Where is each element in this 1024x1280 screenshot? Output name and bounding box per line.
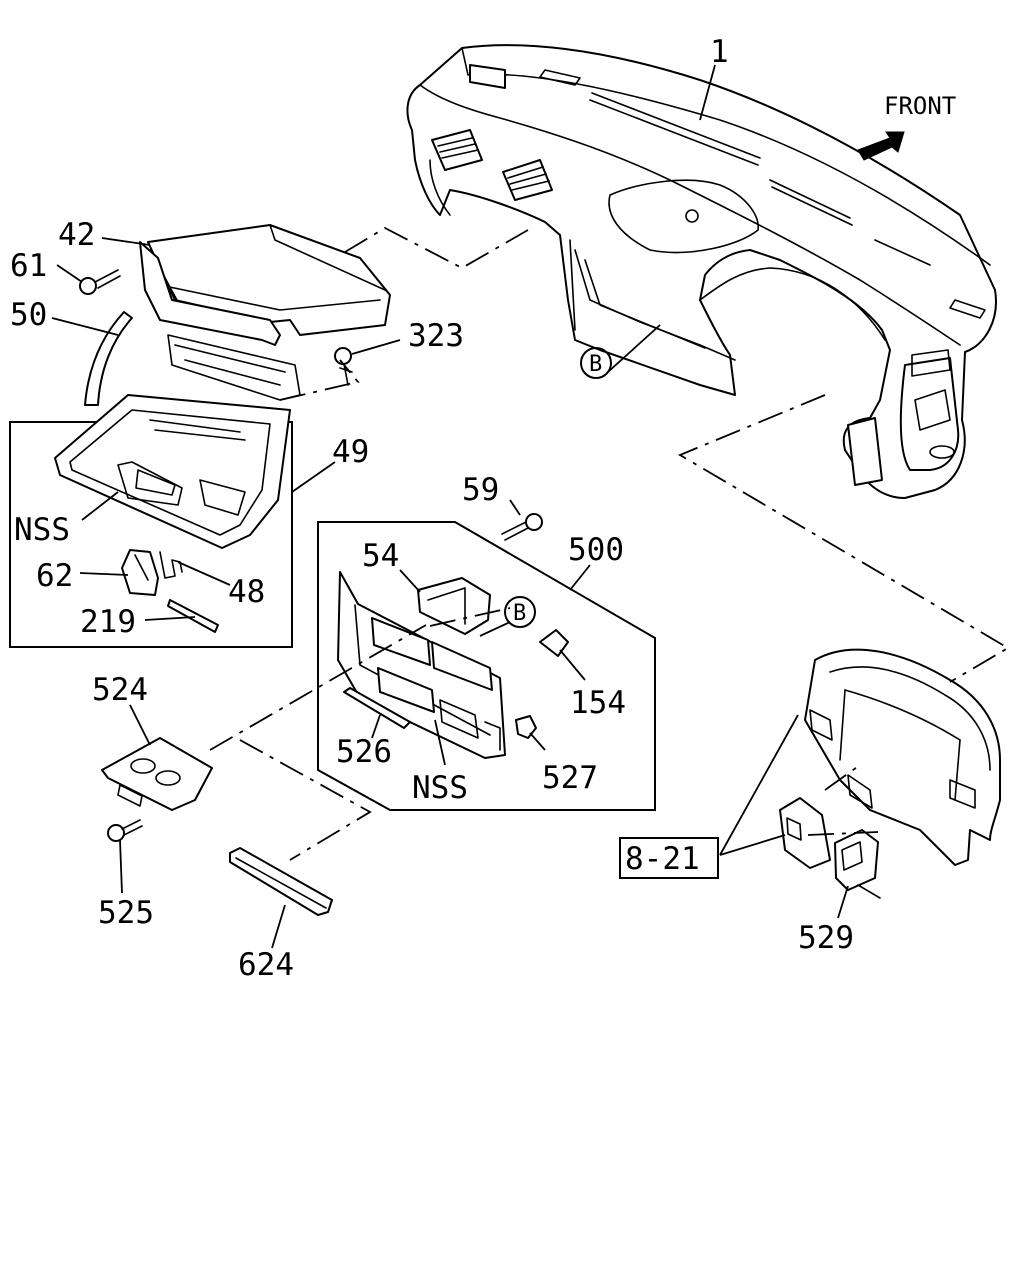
callout-524: 524 (92, 672, 148, 708)
ref-8-21-box: 8-21 (619, 837, 719, 879)
front-arrow-icon (857, 131, 905, 161)
bracket-54 (417, 577, 491, 635)
clip-154 (539, 629, 569, 657)
callout-nss-glovebox: NSS (14, 512, 70, 548)
callout-62: 62 (36, 558, 73, 594)
latch-62 (121, 549, 159, 596)
screw-525 (107, 819, 143, 842)
screw-61 (79, 269, 121, 295)
fastener-527 (515, 715, 537, 739)
ref-b-dash-marker: B (580, 347, 612, 379)
ref-8-21-label: 8-21 (625, 841, 700, 877)
hinge-strip-50 (84, 311, 133, 406)
ref-b-dash-label: B (589, 352, 602, 377)
alignment-lines (209, 226, 1010, 861)
front-label: FRONT (884, 92, 956, 120)
glove-box-housing (139, 224, 391, 401)
callout-526: 526 (336, 734, 392, 770)
callout-529: 529 (798, 920, 854, 956)
glove-box-lid (54, 394, 291, 549)
callout-42: 42 (58, 217, 95, 253)
ref-b-panel-label: B (513, 601, 526, 626)
callout-154: 154 (570, 685, 626, 721)
screw-59 (501, 513, 543, 541)
callout-50: 50 (10, 297, 47, 333)
callout-527: 527 (542, 760, 598, 796)
callout-48: 48 (228, 574, 265, 610)
callout-1: 1 (710, 34, 729, 70)
leader-lines (51, 64, 849, 949)
callout-61: 61 (10, 248, 47, 284)
strip-526 (343, 687, 411, 729)
center-panel-group-box (317, 521, 656, 811)
instrument-panel (804, 648, 1001, 866)
callout-49: 49 (332, 434, 369, 470)
center-panel (337, 571, 506, 759)
callout-labels: 1 42 61 50 323 49 NSS 62 48 219 59 54 50… (10, 34, 854, 983)
screw-323 (334, 347, 353, 386)
callout-54: 54 (362, 538, 399, 574)
strip-624 (229, 847, 333, 916)
callout-323: 323 (408, 318, 464, 354)
dashboard-assembly (406, 44, 997, 499)
callout-219: 219 (80, 604, 136, 640)
callout-525: 525 (98, 895, 154, 931)
callout-nss-center: NSS (412, 770, 468, 806)
spring-48 (159, 551, 183, 579)
front-indicator: FRONT (857, 92, 956, 161)
callout-500: 500 (568, 532, 624, 568)
switch-529 (834, 829, 881, 899)
callout-59: 59 (462, 472, 499, 508)
callout-624: 624 (238, 947, 294, 983)
switch-8-21 (779, 797, 831, 869)
ref-b-panel-marker: B (504, 596, 536, 628)
pin-219 (167, 599, 219, 633)
holder-524 (101, 737, 213, 811)
